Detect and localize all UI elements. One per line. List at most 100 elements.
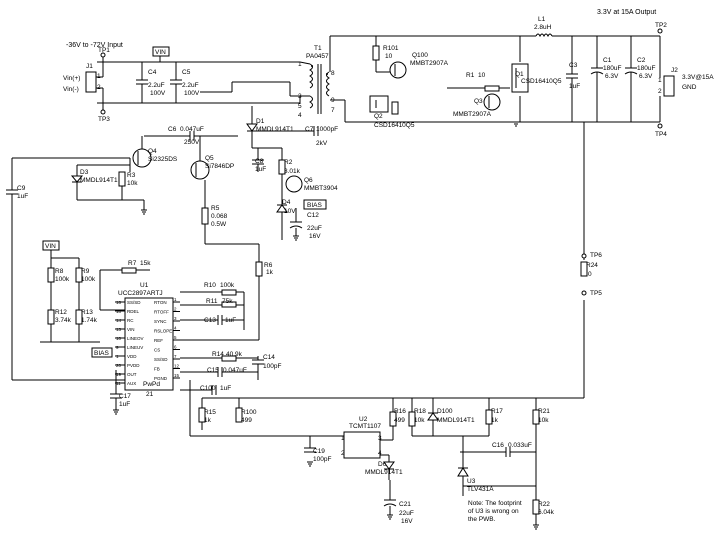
svg-text:Q100: Q100 bbox=[412, 52, 428, 59]
svg-text:MMDL914T1: MMDL914T1 bbox=[256, 126, 294, 133]
feedback-wiring bbox=[190, 122, 585, 437]
u1-pin-name: FB bbox=[154, 367, 160, 372]
mosfet-q4: Q4 Si2325DS bbox=[132, 148, 178, 168]
resistor-r11: R11 75k bbox=[180, 298, 237, 308]
resistor-r7: R7 15k bbox=[121, 260, 151, 274]
bias-label-box-right: BIAS bbox=[303, 199, 327, 210]
u1-pin-number: 19 bbox=[116, 372, 122, 377]
svg-text:5: 5 bbox=[298, 103, 302, 110]
svg-text:6.3V: 6.3V bbox=[639, 73, 653, 80]
diode-d6: D6 MMDL914T1 bbox=[365, 461, 403, 476]
svg-text:C15: C15 bbox=[207, 367, 219, 374]
u1-pin-number: 12 bbox=[174, 364, 180, 369]
capacitor-c21: C21 22uF 16V bbox=[383, 480, 414, 525]
svg-text:R13: R13 bbox=[81, 309, 93, 316]
capacitor-c3: C3 1uF bbox=[566, 36, 580, 122]
resistor-r3: R3 10k bbox=[118, 171, 138, 187]
resistor-r22: R22 6.04k bbox=[532, 499, 555, 516]
svg-text:R101: R101 bbox=[383, 45, 399, 52]
svg-text:MMDL914T1: MMDL914T1 bbox=[437, 417, 475, 424]
misc-wiring bbox=[12, 136, 537, 525]
u1-pin-name: REF bbox=[154, 338, 163, 343]
svg-text:MMBT2907A: MMBT2907A bbox=[453, 111, 492, 118]
resistor-r6: R6 1k bbox=[205, 243, 274, 277]
u1-pin-number: 16 bbox=[116, 300, 122, 305]
svg-text:1uF: 1uF bbox=[17, 193, 28, 200]
svg-text:MMDL914T1: MMDL914T1 bbox=[365, 469, 403, 476]
resistor-r100: R100 499 bbox=[235, 407, 257, 424]
svg-text:D1: D1 bbox=[256, 118, 265, 125]
capacitor-c9: C9 1uF bbox=[6, 157, 130, 380]
svg-text:C7: C7 bbox=[305, 126, 314, 133]
svg-text:Q1: Q1 bbox=[515, 71, 524, 78]
svg-text:R5: R5 bbox=[211, 205, 220, 212]
u1-pin-number: 2 bbox=[174, 307, 177, 312]
u1-pin-number: 15 bbox=[174, 373, 180, 378]
svg-text:C100: C100 bbox=[200, 385, 216, 392]
svg-text:R18: R18 bbox=[414, 408, 426, 415]
svg-text:U3: U3 bbox=[467, 478, 476, 485]
svg-text:D4: D4 bbox=[282, 199, 291, 206]
svg-text:10k: 10k bbox=[538, 417, 549, 424]
svg-text:TP1: TP1 bbox=[98, 47, 110, 54]
svg-text:1uF: 1uF bbox=[255, 166, 266, 173]
svg-text:C2: C2 bbox=[637, 57, 646, 64]
capacitor-c7: C7 1000pF 2kV bbox=[252, 126, 338, 147]
diode-d3: D3 MMDL914T1 bbox=[70, 169, 118, 184]
svg-text:R15: R15 bbox=[204, 409, 216, 416]
u1-pin-name: LINEOV bbox=[127, 336, 144, 341]
svg-text:100pF: 100pF bbox=[313, 456, 331, 463]
u1-pin-number: 9 bbox=[116, 345, 119, 350]
svg-text:BIAS: BIAS bbox=[94, 350, 109, 357]
svg-text:1.74k: 1.74k bbox=[81, 317, 98, 324]
svg-text:100k: 100k bbox=[55, 276, 70, 283]
capacitor-c1: C1 180uF 6.3V bbox=[590, 36, 621, 122]
resistor-r13: R13 1.74k bbox=[75, 309, 98, 325]
svg-text:3.3V@15A: 3.3V@15A bbox=[682, 74, 714, 81]
resistor-r9: R9 100k bbox=[75, 267, 96, 283]
svg-text:100k: 100k bbox=[220, 282, 235, 289]
u1-pin-name: RSLOPE bbox=[154, 329, 172, 334]
svg-text:16V: 16V bbox=[401, 518, 413, 525]
resistor-r1: R1 10 bbox=[447, 72, 510, 92]
svg-text:1uF: 1uF bbox=[569, 83, 580, 90]
u1-pin-number: 1 bbox=[116, 354, 119, 359]
svg-text:of U3 is wrong on: of U3 is wrong on bbox=[468, 508, 519, 515]
zener-d4: D4 10V bbox=[276, 199, 296, 215]
resistor-r15: R15 1k bbox=[198, 407, 216, 424]
svg-text:6.04k: 6.04k bbox=[538, 509, 555, 516]
svg-text:MMBT2907A: MMBT2907A bbox=[410, 60, 449, 67]
input-range-label: -36V to -72V Input bbox=[66, 42, 123, 49]
svg-text:1k: 1k bbox=[266, 269, 274, 276]
svg-text:TP5: TP5 bbox=[590, 290, 602, 297]
svg-text:C12: C12 bbox=[307, 212, 319, 219]
svg-text:0.068: 0.068 bbox=[211, 213, 228, 220]
u1-pin-name: VDD bbox=[127, 354, 137, 359]
testpoint-tp3: TP3 bbox=[98, 109, 110, 123]
svg-text:BIAS: BIAS bbox=[307, 202, 322, 209]
svg-text:C14: C14 bbox=[263, 354, 275, 361]
svg-text:C8: C8 bbox=[255, 158, 264, 165]
svg-text:R22: R22 bbox=[538, 501, 550, 508]
svg-text:22uF: 22uF bbox=[399, 510, 414, 517]
svg-text:3: 3 bbox=[378, 435, 382, 442]
svg-text:J1: J1 bbox=[86, 63, 93, 70]
capacitor-c8: C8 1uF bbox=[252, 148, 266, 173]
output-rail-wiring bbox=[329, 35, 661, 123]
bias-label-box-left: BIAS bbox=[91, 347, 113, 358]
footprint-note: Note: The footprint of U3 is wrong on th… bbox=[468, 500, 522, 523]
capacitor-c5: C5 2.2uF 100V bbox=[170, 62, 200, 103]
u1-pin-number: 7 bbox=[174, 354, 177, 359]
svg-text:22uF: 22uF bbox=[307, 225, 322, 232]
svg-text:CSD16410Q5: CSD16410Q5 bbox=[374, 122, 415, 129]
svg-text:0.033uF: 0.033uF bbox=[508, 442, 532, 449]
svg-text:10k: 10k bbox=[414, 417, 425, 424]
svg-text:D6: D6 bbox=[378, 461, 387, 468]
svg-text:1: 1 bbox=[341, 435, 345, 442]
svg-text:U2: U2 bbox=[359, 416, 368, 423]
svg-text:D100: D100 bbox=[437, 408, 453, 415]
capacitor-c14: C14 100pF bbox=[252, 354, 281, 370]
u1-pin-name: SS/SD bbox=[127, 300, 141, 305]
